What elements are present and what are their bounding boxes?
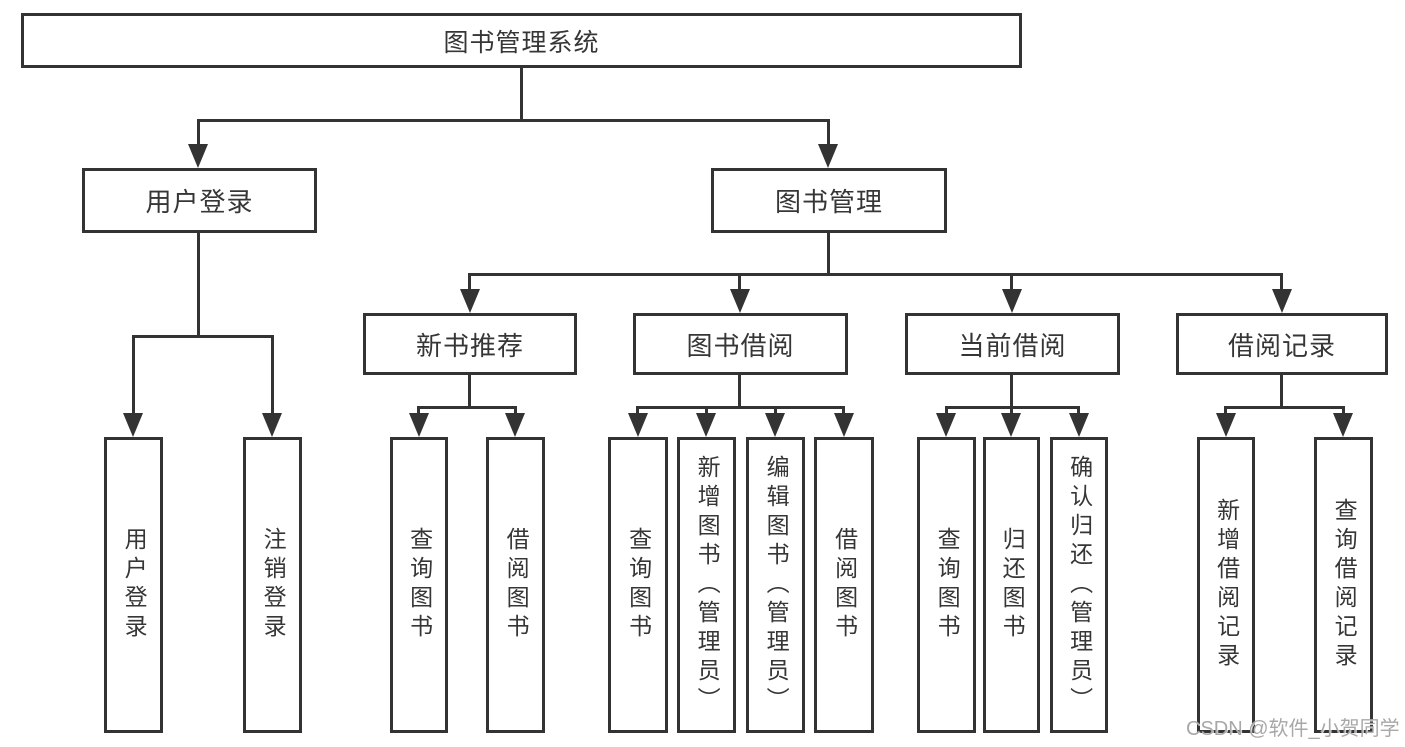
leaf-add-borrow-record: 新增借阅记录	[1197, 437, 1255, 733]
node-root: 图书管理系统	[21, 13, 1022, 68]
leaf-borrow-query-books: 查询图书	[608, 437, 668, 733]
connector-line	[738, 375, 741, 406]
connector-arrowhead	[1002, 289, 1022, 313]
node-book-management-label: 图书管理	[774, 187, 883, 217]
connector-arrowhead	[188, 144, 208, 168]
connector-line	[197, 119, 200, 147]
leaf-recommend-borrow-books-label: 借阅图书	[503, 527, 530, 643]
connector-line	[1224, 406, 1227, 415]
connector-line	[636, 406, 639, 415]
connector-arrowhead	[1069, 413, 1089, 437]
node-user-login-label: 用户登录	[145, 187, 254, 217]
leaf-user-login-label: 用户登录	[121, 527, 148, 643]
connector-line	[520, 68, 523, 119]
leaf-confirm-return-admin: 确认归还（管理员）	[1050, 437, 1108, 733]
connector-line	[1010, 375, 1013, 406]
leaf-borrow-borrow-books: 借阅图书	[814, 437, 874, 733]
connector-line	[827, 233, 830, 273]
leaf-edit-book-admin: 编辑图书（管理员）	[746, 437, 805, 733]
connector-line	[1280, 273, 1283, 292]
node-book-borrow: 图书借阅	[633, 313, 848, 375]
connector-line	[468, 273, 471, 292]
node-borrow-records-label: 借阅记录	[1227, 330, 1336, 361]
connector-line	[1224, 406, 1345, 409]
node-root-label: 图书管理系统	[443, 28, 600, 57]
connector-arrowhead	[834, 413, 854, 437]
connector-line	[132, 335, 135, 416]
connector-line	[827, 119, 830, 147]
connector-line	[417, 406, 420, 415]
connector-line	[514, 406, 517, 415]
leaf-add-book-admin-label: 新增图书（管理员）	[694, 454, 721, 716]
node-book-borrow-label: 图书借阅	[686, 330, 795, 361]
leaf-confirm-return-admin-label: 确认归还（管理员）	[1066, 454, 1093, 716]
connector-arrowhead	[123, 413, 143, 437]
node-new-book-recommend-label: 新书推荐	[415, 330, 524, 361]
connector-arrowhead	[1001, 413, 1021, 437]
connector-arrowhead	[1333, 413, 1353, 437]
leaf-borrow-borrow-books-label: 借阅图书	[831, 527, 858, 643]
connector-line	[1010, 406, 1013, 415]
leaf-add-borrow-record-label: 新增借阅记录	[1213, 498, 1240, 672]
connector-arrowhead	[628, 413, 648, 437]
node-user-login: 用户登录	[82, 168, 317, 233]
connector-line	[1010, 273, 1013, 292]
connector-line	[705, 406, 708, 415]
leaf-current-query-books: 查询图书	[917, 437, 976, 733]
node-book-management: 图书管理	[711, 168, 947, 233]
connector-line	[417, 406, 517, 409]
node-new-book-recommend: 新书推荐	[363, 313, 577, 375]
connector-arrowhead	[936, 413, 956, 437]
leaf-logout: 注销登录	[243, 437, 302, 733]
connector-line	[1077, 406, 1080, 415]
connector-arrowhead	[1216, 413, 1236, 437]
connector-line	[842, 406, 845, 415]
csdn-watermark: CSDN @软件_小贺同学	[1186, 718, 1400, 740]
leaf-return-books: 归还图书	[983, 437, 1040, 733]
leaf-logout-label: 注销登录	[260, 527, 287, 643]
leaf-edit-book-admin-label: 编辑图书（管理员）	[763, 454, 790, 716]
leaf-query-borrow-record: 查询借阅记录	[1314, 437, 1373, 733]
leaf-borrow-query-books-label: 查询图书	[625, 527, 652, 643]
connector-line	[738, 273, 741, 292]
leaf-user-login: 用户登录	[104, 437, 163, 733]
connector-arrowhead	[730, 289, 750, 313]
connector-arrowhead	[262, 413, 282, 437]
connector-arrowhead	[409, 413, 429, 437]
connector-line	[197, 119, 830, 122]
connector-line	[132, 335, 274, 338]
leaf-current-query-books-label: 查询图书	[934, 527, 961, 643]
connector-line	[945, 406, 948, 415]
connector-line	[468, 273, 1283, 276]
connector-arrowhead	[1272, 289, 1292, 313]
connector-line	[774, 406, 777, 415]
connector-arrowhead	[818, 144, 838, 168]
connector-arrowhead	[460, 289, 480, 313]
connector-line	[197, 233, 200, 335]
node-current-borrow-label: 当前借阅	[958, 330, 1067, 361]
connector-line	[468, 375, 471, 406]
connector-line	[1342, 406, 1345, 415]
connector-arrowhead	[765, 413, 785, 437]
leaf-return-books-label: 归还图书	[999, 527, 1026, 643]
connector-line	[271, 335, 274, 416]
leaf-query-borrow-record-label: 查询借阅记录	[1331, 498, 1358, 672]
leaf-recommend-query-books: 查询图书	[390, 437, 448, 733]
connector-line	[636, 406, 845, 409]
leaf-recommend-query-books-label: 查询图书	[406, 527, 433, 643]
node-borrow-records: 借阅记录	[1176, 313, 1388, 375]
connector-arrowhead	[696, 413, 716, 437]
leaf-add-book-admin: 新增图书（管理员）	[677, 437, 736, 733]
connector-arrowhead	[505, 413, 525, 437]
connector-line	[1280, 375, 1283, 406]
leaf-recommend-borrow-books: 借阅图书	[486, 437, 545, 733]
node-current-borrow: 当前借阅	[905, 313, 1120, 375]
